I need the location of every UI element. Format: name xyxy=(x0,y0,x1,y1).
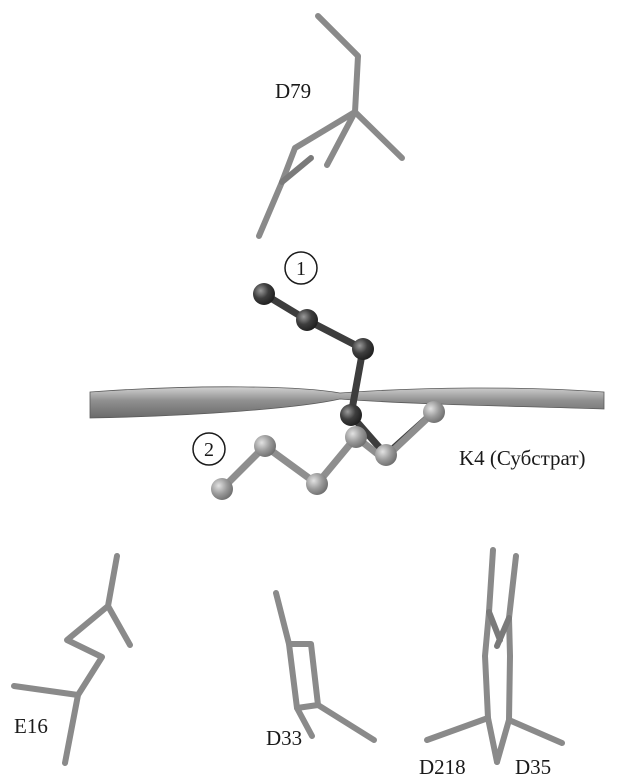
label-d79: D79 xyxy=(275,79,311,103)
conformation-1-atom xyxy=(296,309,318,331)
label-d218: D218 xyxy=(419,755,466,779)
label-e16: E16 xyxy=(14,714,48,738)
conformation-1-atom xyxy=(340,404,362,426)
residue-d33-sidechain xyxy=(273,590,315,739)
residue-e16-sidechain xyxy=(62,553,120,766)
conformation-1-circle xyxy=(284,251,318,285)
residue-d33 xyxy=(273,590,377,743)
residue-d79-branch-left xyxy=(324,109,358,168)
conformation-2-atom xyxy=(345,426,367,448)
substrate-backbone-tube xyxy=(89,386,605,419)
residue-d35-branch xyxy=(506,717,565,746)
residue-d33-branch xyxy=(315,702,377,743)
lysine-conformation-1 xyxy=(253,283,438,459)
residue-e16-carboxyl xyxy=(105,603,133,648)
conformation-1-atom xyxy=(253,283,275,305)
conformation-1-number: 1 xyxy=(296,258,306,280)
conformation-2-atom xyxy=(423,401,445,423)
conformation-1-atom xyxy=(352,338,374,360)
residue-d79 xyxy=(256,13,405,239)
conformation-2-marker: 2 xyxy=(192,432,226,466)
lysine-conformation-2 xyxy=(211,401,445,500)
residue-d218-branch xyxy=(424,715,491,743)
conformation-2-atom xyxy=(306,473,328,495)
residue-d35-sidechain xyxy=(494,553,519,765)
conformation-2-atom xyxy=(254,435,276,457)
conformation-2-atom xyxy=(375,444,397,466)
conformation-2-circle xyxy=(192,432,226,466)
residues-d218-d35 xyxy=(424,547,565,765)
residue-e16-branch xyxy=(11,683,81,698)
residue-d35-carboxyl xyxy=(494,615,512,649)
conformation-2-bonds xyxy=(218,408,438,493)
conformation-2-atom xyxy=(211,478,233,500)
residue-d218-carboxyl xyxy=(486,609,503,643)
conformation-2-number: 2 xyxy=(204,439,214,461)
label-d35: D35 xyxy=(515,755,551,779)
residue-d33-carboxyl xyxy=(286,641,321,711)
residue-d79-branch-right xyxy=(352,109,405,161)
label-substrate-k4: K4 (Субстрат) xyxy=(459,446,586,470)
residue-d218-sidechain xyxy=(482,547,500,765)
residue-e16 xyxy=(11,553,133,766)
residue-d79-carboxyl xyxy=(279,155,314,185)
label-d33: D33 xyxy=(266,726,302,750)
residue-d79-sidechain xyxy=(256,13,361,239)
conformation-1-marker: 1 xyxy=(284,251,318,285)
